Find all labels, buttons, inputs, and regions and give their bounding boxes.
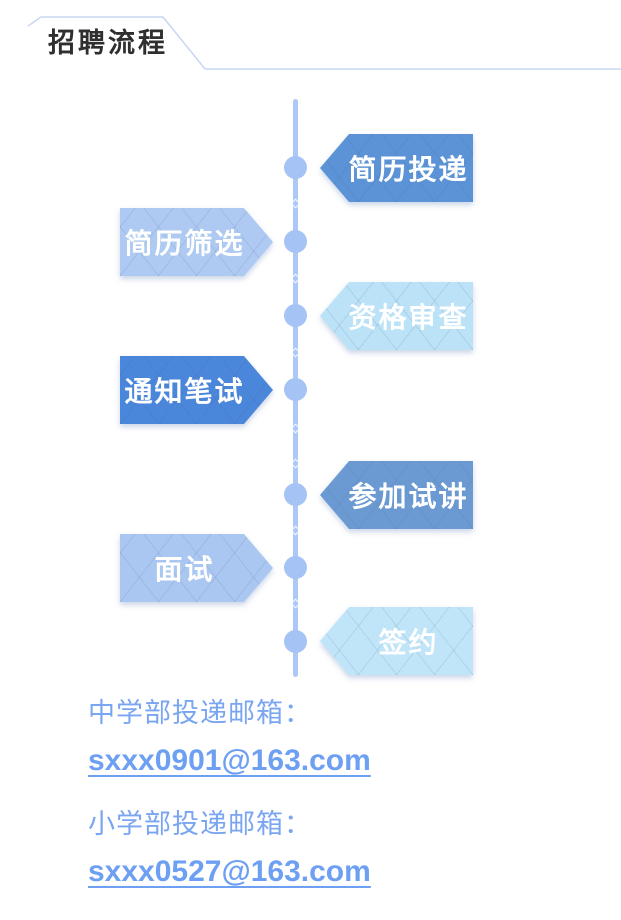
timeline-dot (284, 230, 307, 253)
flow-step-label: 面试 (154, 554, 215, 585)
flow-step-label: 简历投递 (348, 154, 469, 185)
timeline-dot (284, 630, 307, 653)
flow-step-qualification-review: 资格审查 (320, 282, 473, 350)
timeline-dot (284, 483, 307, 506)
middle-school-email-link[interactable]: sxxx0901@163.com (88, 744, 371, 777)
primary-school-email-link[interactable]: sxxx0527@163.com (88, 855, 371, 888)
flow-step-resume-screening: 简历筛选 (120, 208, 273, 276)
flow-step-label: 资格审查 (348, 302, 469, 333)
timeline-dot (284, 156, 307, 179)
flow-step-resume-submission: 简历投递 (320, 134, 473, 202)
primary-school-email-label: 小学部投递邮箱： (88, 809, 312, 839)
timeline-dot (284, 378, 307, 401)
page-title: 招聘流程 (48, 28, 168, 58)
flow-step-label: 通知笔试 (124, 376, 245, 407)
flow-step-signing: 签约 (320, 607, 473, 675)
flow-step-label: 简历筛选 (124, 228, 245, 259)
timeline-dot (284, 556, 307, 579)
flow-step-interview: 面试 (120, 534, 273, 602)
timeline-dot (284, 304, 307, 327)
flow-step-label: 签约 (378, 627, 439, 658)
flow-step-label: 参加试讲 (348, 481, 469, 512)
middle-school-email-label: 中学部投递邮箱： (88, 698, 312, 728)
flow-step-written-test-notice: 通知笔试 (120, 356, 273, 424)
flow-step-trial-lecture: 参加试讲 (320, 461, 473, 529)
